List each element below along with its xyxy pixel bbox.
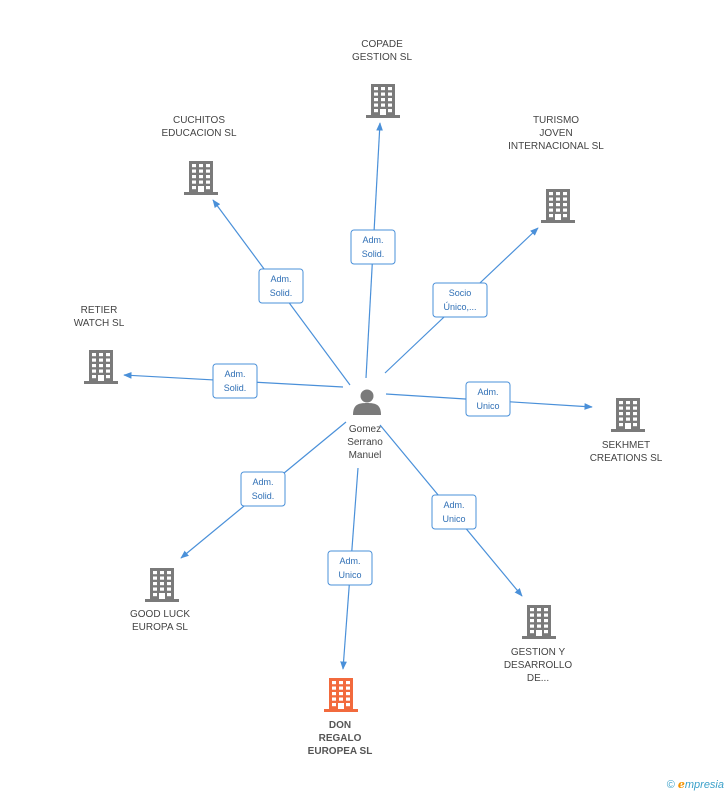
company-name-gestion[interactable]: GESTION Y: [511, 647, 566, 658]
edge-label-text: Solid.: [270, 288, 293, 298]
copyright-icon: ©: [666, 779, 675, 791]
edge-label-turismo[interactable]: SocioÚnico,...: [432, 282, 488, 318]
company-name-sekhmet[interactable]: SEKHMET: [602, 440, 650, 451]
edge-label-donregalo[interactable]: Adm. Unico: [327, 550, 373, 586]
building-icon[interactable]: [145, 568, 179, 602]
company-name-donregalo[interactable]: REGALO: [319, 733, 362, 744]
building-icon[interactable]: [324, 678, 358, 712]
edge-label-text: Adm.: [443, 500, 464, 510]
company-name-donregalo[interactable]: EUROPEA SL: [308, 746, 373, 757]
company-name-retier[interactable]: RETIER: [81, 305, 118, 316]
empresia-watermark: © empresia: [667, 778, 724, 791]
edge-label-text: Adm.: [477, 387, 498, 397]
company-name-cuchitos[interactable]: EDUCACION SL: [161, 128, 236, 139]
edge-label-text: Adm.: [252, 477, 273, 487]
company-name-cuchitos[interactable]: CUCHITOS: [173, 115, 225, 126]
empresia-logo-text: mpresia: [684, 779, 724, 791]
edge-label-text: Unico: [442, 514, 465, 524]
building-icon[interactable]: [522, 605, 556, 639]
company-name-gestion[interactable]: DE...: [527, 673, 549, 684]
edge-label-cuchitos[interactable]: Adm. Solid.: [258, 268, 304, 304]
edge-label-copade[interactable]: Adm. Solid.: [350, 229, 396, 265]
edge-label-text: Solid.: [362, 249, 385, 259]
edge-label-text: Adm.: [270, 274, 291, 284]
edge-label-sekhmet[interactable]: Adm. Unico: [465, 381, 511, 417]
company-name-copade[interactable]: GESTION SL: [352, 52, 412, 63]
edge-label-text: Solid.: [224, 383, 247, 393]
building-icon[interactable]: [366, 84, 400, 118]
empresia-logo-letter: e: [677, 778, 685, 791]
company-name-copade[interactable]: COPADE: [361, 39, 403, 50]
edge-label-text: Unico: [338, 570, 361, 580]
company-name-gestion[interactable]: DESARROLLO: [504, 660, 573, 671]
edge-label-text: Adm.: [362, 235, 383, 245]
edge-label-text: Socio: [449, 288, 472, 298]
edge-label-text: Unico: [476, 401, 499, 411]
company-name-sekhmet[interactable]: CREATIONS SL: [590, 453, 663, 464]
building-icon[interactable]: [184, 161, 218, 195]
company-name-retier[interactable]: WATCH SL: [74, 318, 125, 329]
building-icon[interactable]: [84, 350, 118, 384]
edge-label-text: Único,...: [443, 302, 476, 312]
building-icon[interactable]: [611, 398, 645, 432]
person-name[interactable]: Gomez: [349, 424, 381, 435]
edge-label-text: Adm.: [224, 369, 245, 379]
person-name[interactable]: Serrano: [347, 437, 383, 448]
edge-label-goodluck[interactable]: Adm. Solid.: [240, 471, 286, 507]
person-icon[interactable]: [353, 389, 381, 416]
company-name-turismo[interactable]: TURISMO: [533, 115, 579, 126]
edge-label-text: Solid.: [252, 491, 275, 501]
building-icon[interactable]: [541, 189, 575, 223]
edge-label-retier[interactable]: Adm. Solid.: [212, 363, 258, 399]
company-name-donregalo[interactable]: DON: [329, 720, 351, 731]
person-name[interactable]: Manuel: [349, 450, 382, 461]
company-name-turismo[interactable]: JOVEN: [539, 128, 572, 139]
company-name-goodluck[interactable]: EUROPA SL: [132, 622, 188, 633]
edge-label-gestion[interactable]: Adm. Unico: [431, 494, 477, 530]
company-name-turismo[interactable]: INTERNACIONAL SL: [508, 141, 604, 152]
company-name-goodluck[interactable]: GOOD LUCK: [130, 609, 190, 620]
edge-label-text: Adm.: [339, 556, 360, 566]
